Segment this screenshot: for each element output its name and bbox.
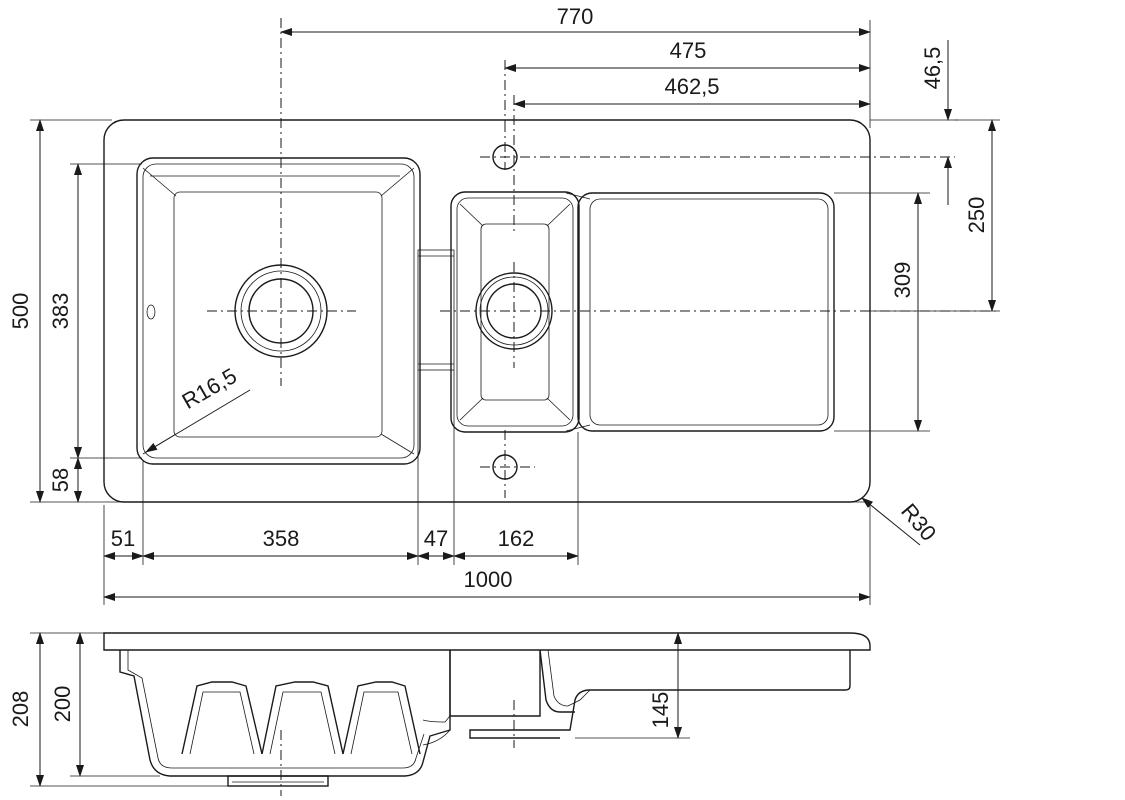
dim-462-5: 462,5 <box>664 74 719 99</box>
dim-1000: 1000 <box>464 567 513 592</box>
dim-47: 47 <box>424 526 448 551</box>
dim-358: 358 <box>263 526 300 551</box>
dim-770: 770 <box>557 4 594 29</box>
dim-162: 162 <box>498 526 535 551</box>
dim-250: 250 <box>964 197 989 234</box>
dim-383: 383 <box>48 293 73 330</box>
dim-58: 58 <box>48 468 73 492</box>
dim-46-5: 46,5 <box>920 47 945 90</box>
bowl-divider <box>417 249 455 371</box>
small-bowl <box>450 191 580 433</box>
dim-475: 475 <box>670 38 707 63</box>
plan-dimensions: 770 475 462,5 46,5 250 309 500 383 <box>8 4 1000 605</box>
dim-309: 309 <box>890 262 915 299</box>
dim-500: 500 <box>8 293 33 330</box>
drainer-board <box>565 192 835 432</box>
plan-view <box>103 18 1000 503</box>
dim-51: 51 <box>111 526 135 551</box>
dim-r30: R30 <box>896 499 941 546</box>
dim-208: 208 <box>8 691 33 728</box>
section-view <box>103 632 871 796</box>
main-bowl <box>136 157 421 465</box>
section-dimensions: 208 200 145 <box>8 632 690 787</box>
dim-r16-5: R16,5 <box>178 363 241 414</box>
dim-200: 200 <box>50 686 75 723</box>
dim-145: 145 <box>648 692 673 729</box>
